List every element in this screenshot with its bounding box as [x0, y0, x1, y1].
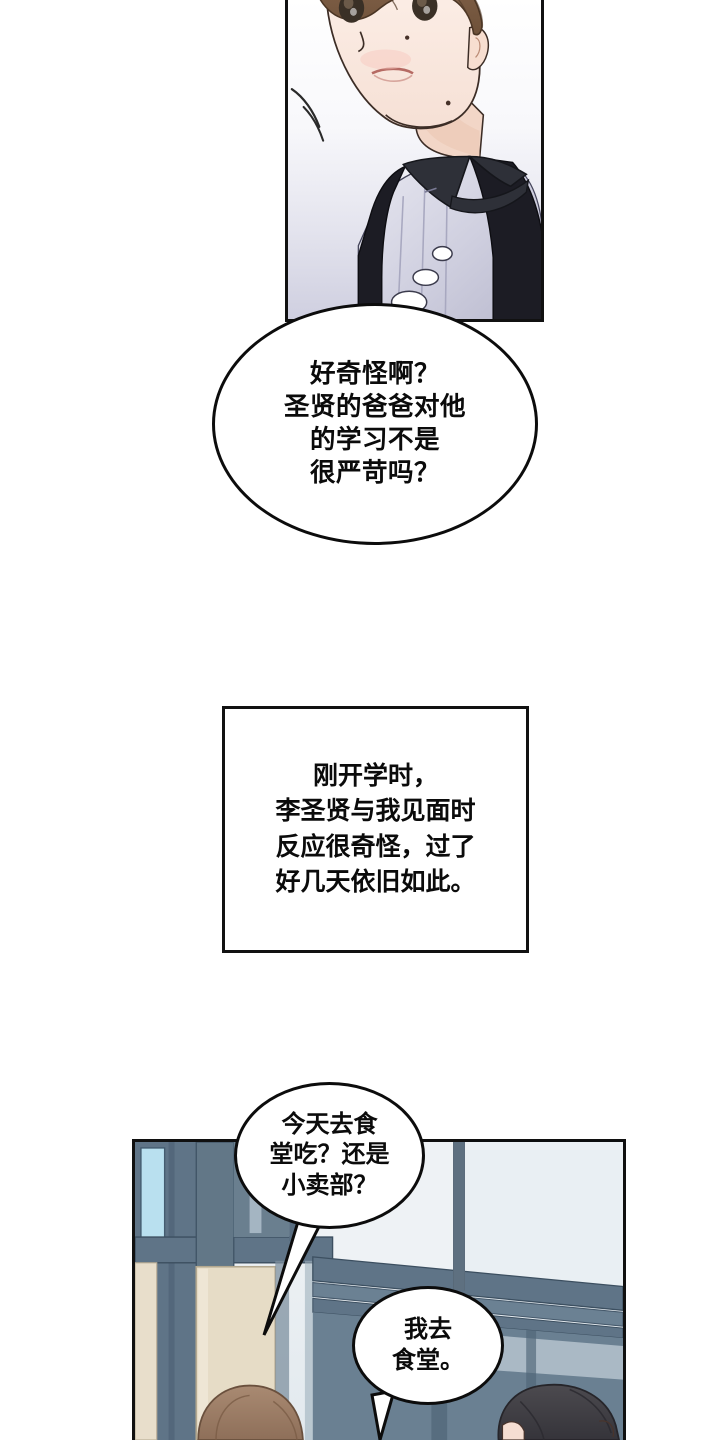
narration-box-text: 刚开学时， 李圣贤与我见面时 反应很奇怪，过了 好几天依旧如此。	[275, 761, 476, 897]
speech-bubble-lunch-answer: 我去 食堂。	[352, 1286, 504, 1405]
lunch-answer-text: 我去 食堂。	[392, 1316, 464, 1374]
boy-portrait-artwork	[288, 0, 541, 319]
thought-bubble-shape	[212, 303, 538, 545]
thought-bubble-text: 好奇怪啊？ 圣贤的爸爸对他 的学习不是 很严苛吗？	[283, 359, 466, 488]
lunch-answer-bubble-shape	[352, 1286, 504, 1405]
lunch-question-text: 今天去食 堂吃？还是 小卖部？	[269, 1111, 390, 1199]
speech-bubble-lunch-question: 今天去食 堂吃？还是 小卖部？	[234, 1082, 425, 1229]
narration-box-semester-start: 刚开学时， 李圣贤与我见面时 反应很奇怪，过了 好几天依旧如此。	[222, 706, 529, 953]
boy-portrait-panel	[285, 0, 544, 322]
thought-bubble-strange: 好奇怪啊？ 圣贤的爸爸对他 的学习不是 很严苛吗？	[212, 303, 538, 545]
